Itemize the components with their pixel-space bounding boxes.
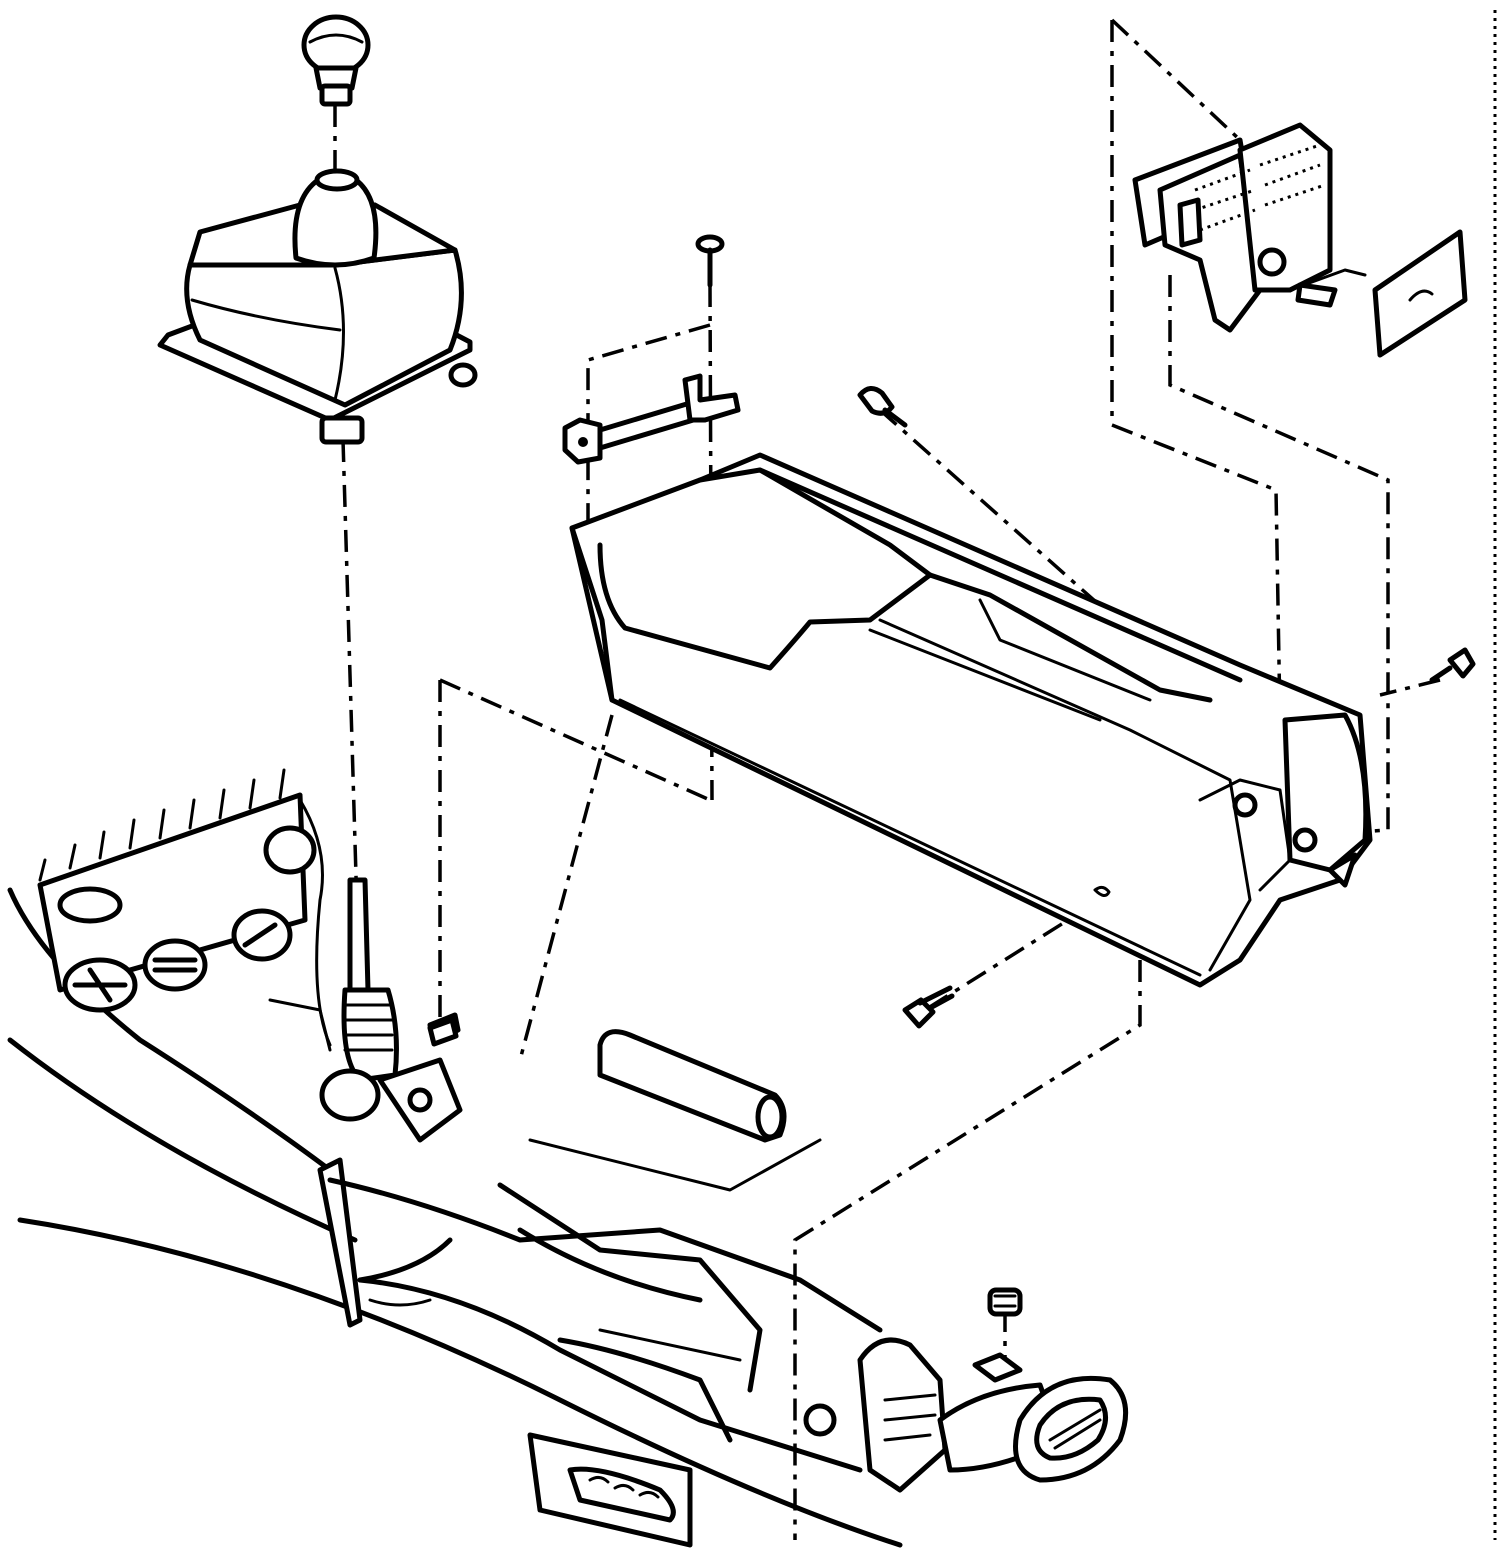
nut-icon: [972, 1287, 1023, 1383]
console-screw-front: [902, 985, 955, 1029]
cover-plate-icon: [1372, 229, 1468, 358]
console-icon: [569, 452, 1373, 988]
nut-icon: [427, 1017, 459, 1047]
pad-icon: [528, 1029, 822, 1192]
shift-knob-icon: [301, 14, 371, 107]
console-screw-left: [857, 386, 908, 428]
screw-icon: [695, 234, 725, 288]
console-screw-right: [1429, 647, 1476, 683]
shift-boot-icon: [157, 168, 478, 445]
vehicle-floor-icon: [7, 768, 1129, 1548]
switch-assembly-icon: [1132, 122, 1367, 333]
bracket-icon: [562, 373, 741, 465]
